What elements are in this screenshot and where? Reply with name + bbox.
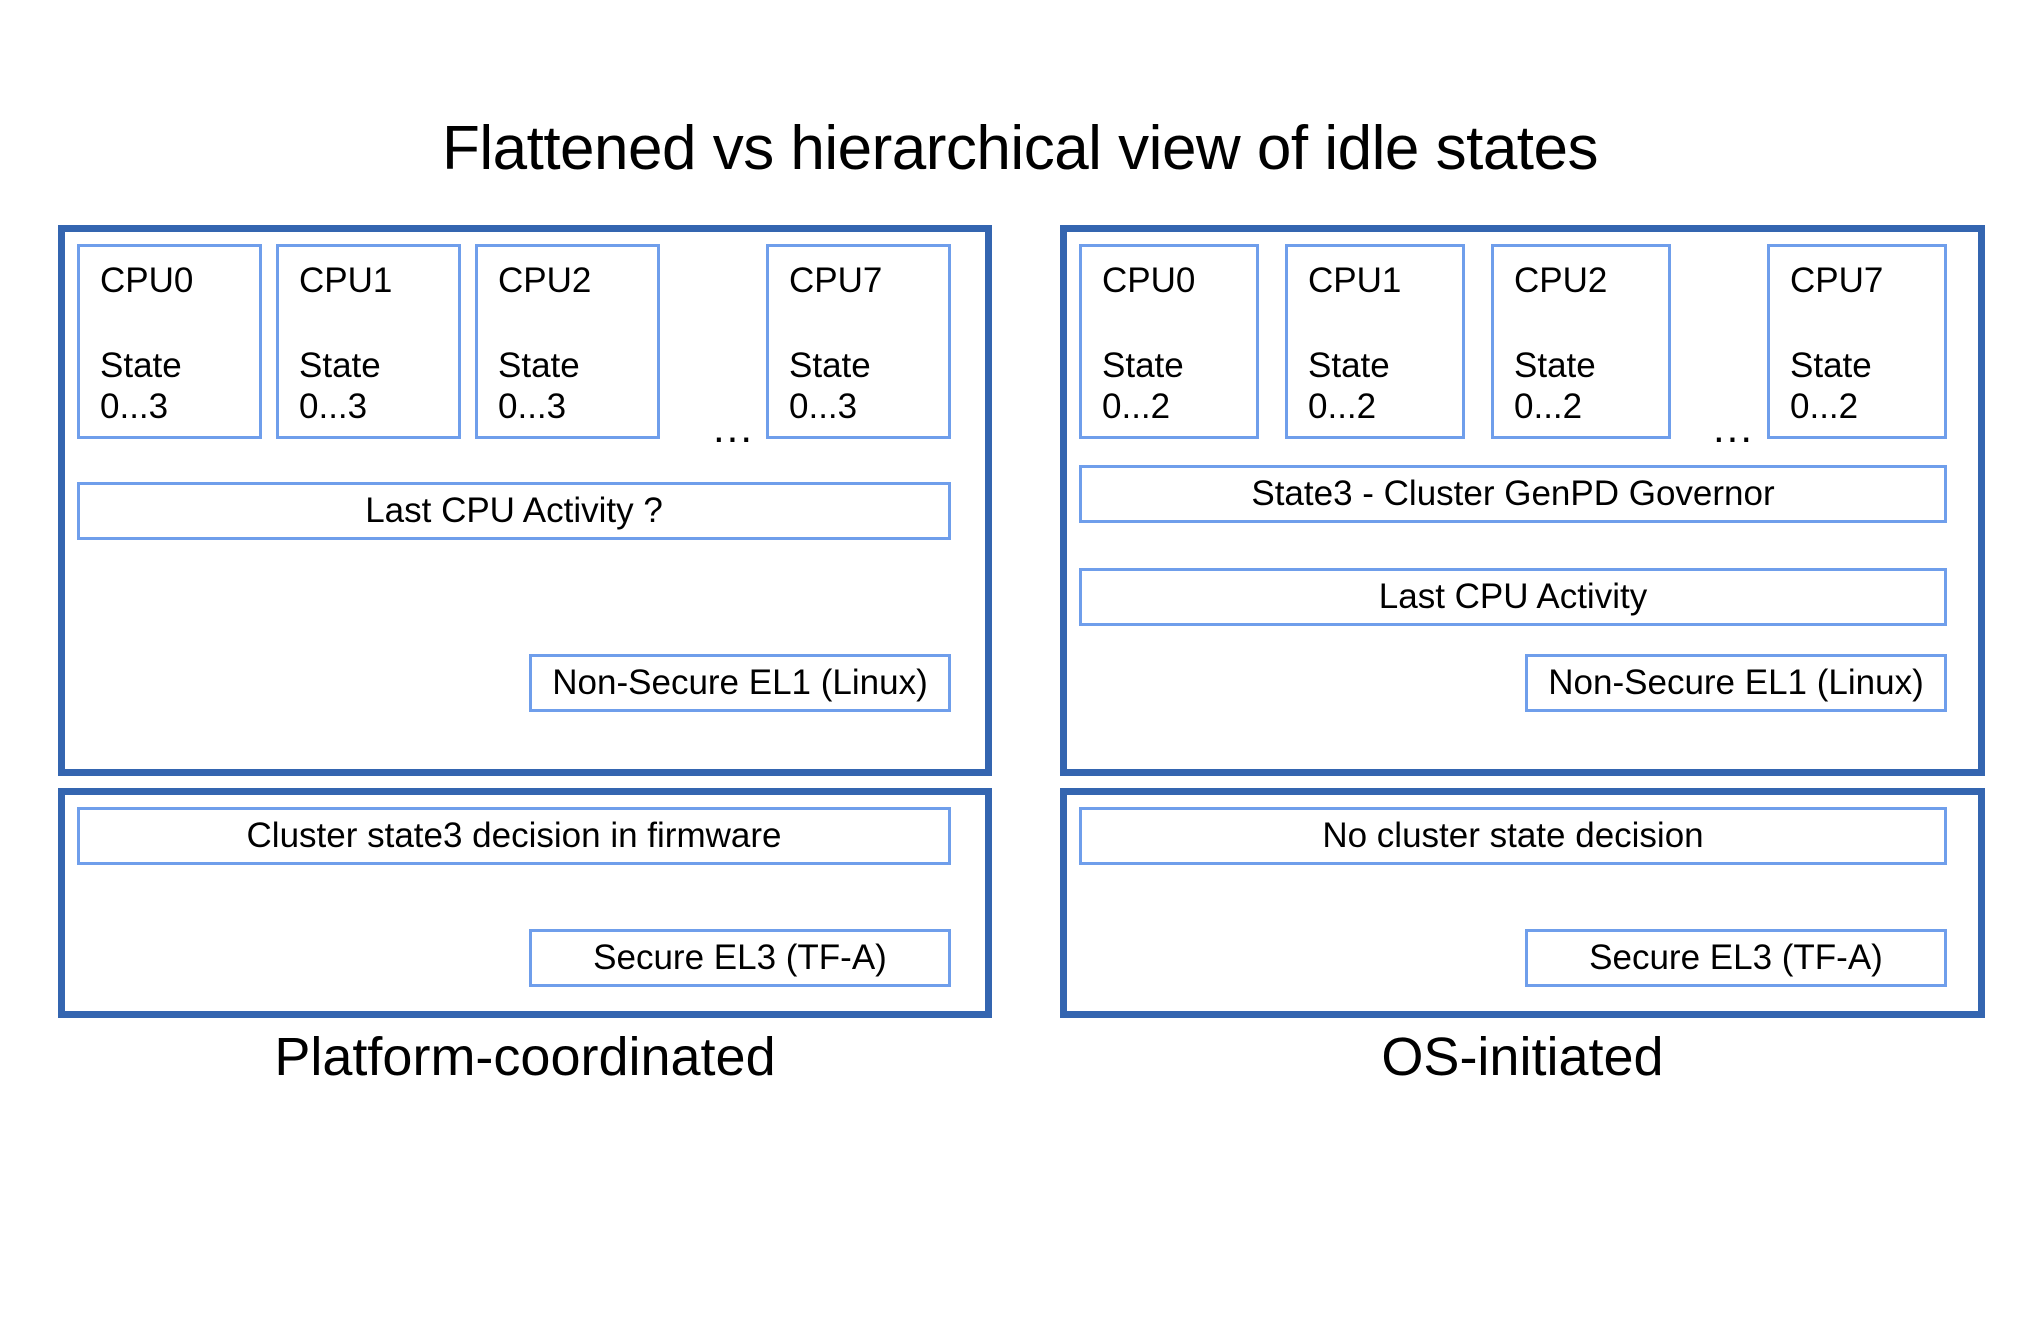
left-last-cpu-activity-box: Last CPU Activity ? <box>77 482 951 540</box>
right-cpu-label-2: CPU2 <box>1514 261 1608 300</box>
right-last-cpu-activity-box: Last CPU Activity <box>1079 568 1947 626</box>
right-exception-level-box: Non-Secure EL1 (Linux) <box>1525 654 1947 712</box>
left-secure-el3-panel: Cluster state3 decision in firmware Secu… <box>58 788 992 1018</box>
right-no-cluster-decision-box: No cluster state decision <box>1079 807 1947 865</box>
page-title: Flattened vs hierarchical view of idle s… <box>441 114 1599 183</box>
right-cpu-state-label-0: State <box>1102 346 1184 385</box>
right-cpu-label-7: CPU7 <box>1790 261 1884 300</box>
right-cpu-state-label-2: State <box>1514 346 1596 385</box>
right-cpu-state-range-0: 0...2 <box>1102 387 1171 427</box>
left-cpu-box-1: CPU1 State 0...3 <box>276 244 461 439</box>
right-cluster-genpd-governor-box: State3 - Cluster GenPD Governor <box>1079 465 1947 523</box>
right-cpu-state-range-2: 0...2 <box>1514 387 1583 427</box>
left-column-caption: Platform-coordinated <box>274 1027 776 1087</box>
right-cpu-state-label-1: State <box>1308 346 1390 385</box>
right-secure-el3-panel: No cluster state decision Secure EL3 (TF… <box>1060 788 1985 1018</box>
right-cpu-box-0: CPU0 State 0...2 <box>1079 244 1259 439</box>
right-cpu-state-range-1: 0...2 <box>1308 387 1377 427</box>
left-cpu-box-2: CPU2 State 0...3 <box>475 244 660 439</box>
left-cluster-decision-box: Cluster state3 decision in firmware <box>77 807 951 865</box>
right-cpu-box-1: CPU1 State 0...2 <box>1285 244 1465 439</box>
right-cpu-state-2: State 0...2 <box>1514 345 1596 428</box>
left-cpu-label-2: CPU2 <box>498 261 592 300</box>
right-cpu-state-range-7: 0...2 <box>1790 387 1859 427</box>
right-cpu-box-7: CPU7 State 0...2 <box>1767 244 1947 439</box>
left-cpu-box-0: CPU0 State 0...3 <box>77 244 262 439</box>
right-cpu-label-0: CPU0 <box>1102 261 1196 300</box>
left-cpu-state-label-0: State <box>100 346 182 385</box>
left-cpu-state-7: State 0...3 <box>789 345 871 428</box>
left-cpu-box-7: CPU7 State 0...3 <box>766 244 951 439</box>
left-cpu-state-2: State 0...3 <box>498 345 580 428</box>
left-cpu-state-range-7: 0...3 <box>789 387 858 427</box>
right-secure-el3-box: Secure EL3 (TF-A) <box>1525 929 1947 987</box>
left-cpu-state-label-2: State <box>498 346 580 385</box>
left-cpu-state-range-1: 0...3 <box>299 387 368 427</box>
right-cpu-state-0: State 0...2 <box>1102 345 1184 428</box>
right-cpu-ellipsis: ... <box>1713 404 1755 451</box>
right-cpu-box-2: CPU2 State 0...2 <box>1491 244 1671 439</box>
left-cpu-state-1: State 0...3 <box>299 345 381 428</box>
left-secure-el3-box: Secure EL3 (TF-A) <box>529 929 951 987</box>
right-cpu-label-1: CPU1 <box>1308 261 1402 300</box>
right-cpu-state-1: State 0...2 <box>1308 345 1390 428</box>
left-cpu-label-0: CPU0 <box>100 261 194 300</box>
left-cpu-state-range-0: 0...3 <box>100 387 169 427</box>
left-cpu-label-1: CPU1 <box>299 261 393 300</box>
left-cpu-state-label-7: State <box>789 346 871 385</box>
left-cpu-ellipsis: ... <box>713 404 755 451</box>
left-exception-level-box: Non-Secure EL1 (Linux) <box>529 654 951 712</box>
right-column-caption: OS-initiated <box>1381 1027 1664 1087</box>
left-cpu-state-label-1: State <box>299 346 381 385</box>
left-cpu-state-0: State 0...3 <box>100 345 182 428</box>
right-non-secure-el1-panel: CPU0 State 0...2 CPU1 State 0...2 CPU2 S… <box>1060 225 1985 776</box>
left-cpu-label-7: CPU7 <box>789 261 883 300</box>
right-cpu-state-label-7: State <box>1790 346 1872 385</box>
left-non-secure-el1-panel: CPU0 State 0...3 CPU1 State 0...3 CPU2 S… <box>58 225 992 776</box>
right-cpu-state-7: State 0...2 <box>1790 345 1872 428</box>
left-cpu-state-range-2: 0...3 <box>498 387 567 427</box>
